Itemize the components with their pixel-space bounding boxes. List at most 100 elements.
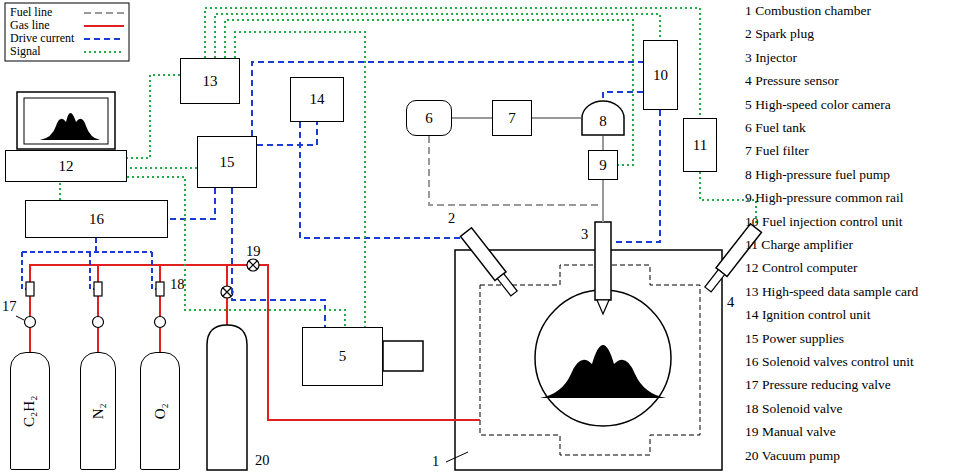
part-number: 11 — [693, 137, 707, 154]
part-list-item: 1 Combustion chamber — [745, 3, 871, 19]
screen-flame — [40, 113, 100, 140]
part-number: 13 — [203, 73, 218, 90]
signal-line — [225, 20, 633, 165]
signal-line — [127, 75, 180, 158]
legend-sample — [84, 25, 124, 27]
part-list-item: 14 Ignition control unit — [745, 307, 871, 323]
signal-line — [205, 8, 700, 118]
fuel-line — [429, 136, 603, 222]
drive-line — [603, 92, 643, 100]
part-list-item: 11 Charge amplifier — [745, 237, 853, 253]
leader-line — [446, 452, 468, 462]
legend-sample — [84, 51, 124, 53]
callout-number: 4 — [727, 294, 734, 311]
legend-sample — [84, 12, 124, 14]
fuel-line — [532, 117, 581, 119]
chamber-inner — [480, 265, 700, 455]
fuel-pump: 8 — [581, 100, 625, 136]
drive-line — [168, 188, 215, 219]
fuel-filter: 7 — [492, 100, 532, 136]
valve-control-box: 16 — [25, 200, 168, 238]
part-list-item: 4 Pressure sensor — [745, 73, 839, 89]
callout-number: 2 — [448, 210, 455, 227]
combustion-chamber — [455, 250, 722, 470]
vacuum-pump — [207, 325, 247, 470]
gas-bottle: C₂H₂ — [10, 352, 50, 470]
legend-text: Drive current — [10, 32, 74, 45]
fuel-tank: 6 — [406, 100, 452, 136]
drive-line — [257, 122, 317, 145]
part-list-item: 8 High-pressure fuel pump — [745, 167, 890, 183]
gas-name: N₂ — [90, 403, 107, 419]
callout-number: 3 — [581, 226, 588, 243]
gas-name: C₂H₂ — [22, 395, 39, 426]
part-list-item: 17 Pressure reducing valve — [745, 377, 891, 393]
monitor — [17, 92, 115, 149]
part-number: 5 — [339, 348, 347, 365]
leader-line — [16, 316, 24, 320]
legend-text: Signal — [10, 45, 41, 58]
injector — [595, 222, 611, 300]
part-number: 6 — [425, 110, 433, 127]
part-number: 12 — [59, 158, 74, 175]
signal-line — [127, 167, 197, 169]
signal-line — [59, 182, 61, 200]
injection-control-box: 10 — [643, 40, 678, 110]
spark-plug — [460, 228, 519, 298]
pressure-reducing-valves — [25, 317, 166, 328]
part-number: 8 — [599, 113, 607, 130]
part-list-item: 2 Spark plug — [745, 26, 814, 42]
injector-nozzle — [597, 300, 609, 314]
computer-base: 12 — [5, 150, 127, 182]
part-list-item: 18 Solenoid valve — [745, 401, 843, 417]
screen — [24, 98, 108, 144]
legend-frame — [5, 3, 129, 61]
part-number: 10 — [653, 67, 668, 84]
window — [535, 290, 671, 426]
part-number: 9 — [599, 157, 607, 174]
power-supply-box: 15 — [197, 136, 257, 188]
part-list-item: 10 Fuel injection control unit — [745, 214, 902, 230]
callout-number: 20 — [255, 452, 270, 469]
fuel-line — [602, 180, 604, 222]
part-list-item: 19 Manual valve — [745, 424, 836, 440]
part-list-item: 20 Vacuum pump — [745, 448, 840, 464]
legend-sample — [84, 38, 124, 40]
callout-number: 18 — [170, 276, 185, 293]
callout-number: 1 — [432, 453, 439, 470]
gas-bottle: O₂ — [140, 352, 180, 470]
data-card-box: 13 — [180, 58, 240, 104]
callout-number: 17 — [2, 298, 17, 315]
common-rail: 9 — [588, 150, 618, 180]
fuel-line — [452, 117, 492, 119]
drive-line — [300, 122, 463, 238]
legend-text: Fuel line — [10, 6, 52, 19]
part-number: 16 — [89, 211, 104, 228]
pressure-sensor — [702, 224, 761, 294]
part-list-item: 9 High-pressure common rail — [745, 190, 904, 206]
camera-lens — [383, 341, 423, 371]
drive-line — [232, 188, 325, 327]
manual-valves — [221, 259, 259, 298]
part-list-item: 5 High-speed color camera — [745, 97, 891, 113]
solenoid-valves — [26, 282, 164, 296]
part-list-item: 7 Fuel filter — [745, 143, 809, 159]
callout-number: 19 — [246, 243, 261, 260]
flame — [540, 345, 666, 398]
legend-text: Gas line — [10, 19, 50, 32]
part-list-item: 13 High-speed data sample card — [745, 284, 918, 300]
drive-line — [22, 238, 156, 289]
gas-bottle: N₂ — [80, 352, 116, 470]
part-list-item: 16 Solenoid valves control unit — [745, 354, 914, 370]
part-number: 7 — [508, 110, 516, 127]
part-list-item: 3 Injector — [745, 50, 797, 66]
part-number: 14 — [310, 91, 325, 108]
part-list-item: 6 Fuel tank — [745, 120, 806, 136]
part-number: 15 — [220, 154, 235, 171]
charge-amplifier: 11 — [683, 118, 717, 172]
gas-name: O₂ — [152, 403, 169, 419]
part-list-item: 15 Power supplies — [745, 331, 844, 347]
part-list-item: 12 Control computer — [745, 260, 857, 276]
drive-line — [252, 62, 643, 136]
camera-body: 5 — [302, 327, 383, 386]
